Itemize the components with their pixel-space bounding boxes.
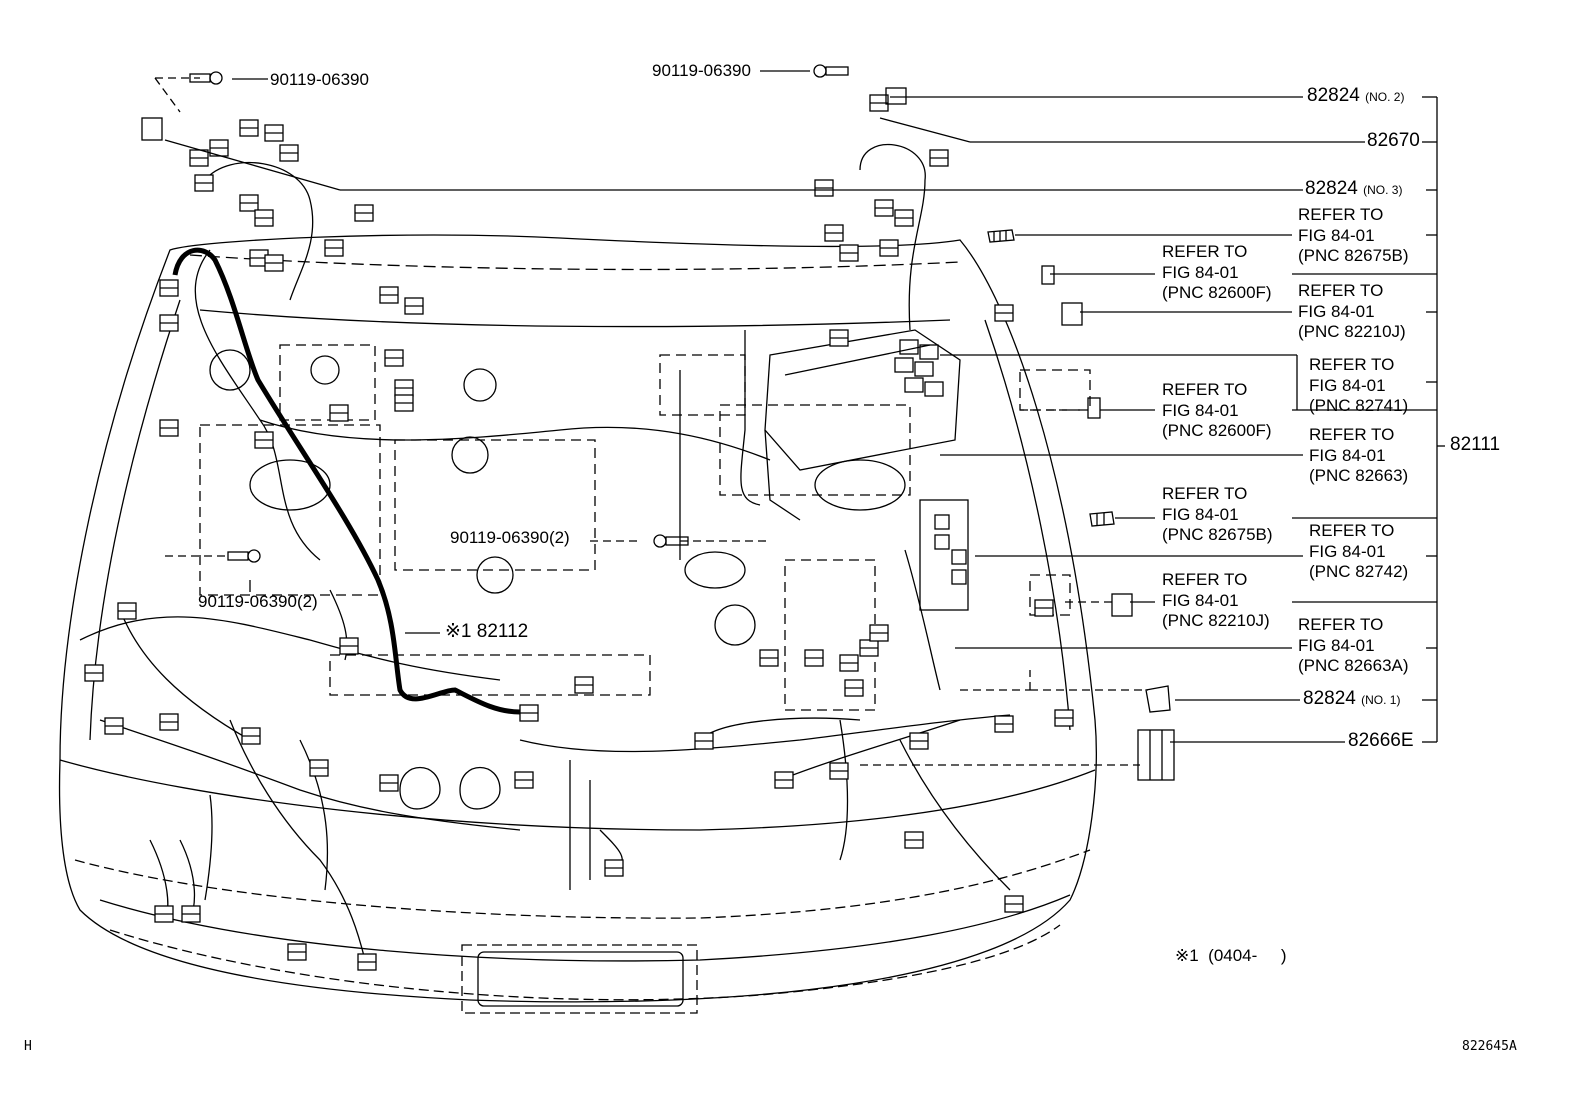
- refer-line: REFER TO: [1162, 484, 1248, 503]
- refer-block-82742: REFER TO FIG 84-01 (PNC 82742): [1309, 521, 1408, 583]
- refer-block-82675b-mid: REFER TO FIG 84-01 (PNC 82675B): [1162, 484, 1273, 546]
- refer-block-82210j-top: REFER TO FIG 84-01 (PNC 82210J): [1298, 281, 1406, 343]
- part-number: 82666E: [1348, 730, 1414, 751]
- part-number: 82670: [1367, 130, 1420, 151]
- part-suffix: (NO. 1): [1361, 693, 1401, 707]
- refer-line: FIG 84-01: [1309, 541, 1386, 561]
- bolt-icon: [813, 64, 849, 78]
- leader-lines: [164, 70, 1445, 743]
- refer-block-82741: REFER TO FIG 84-01 (PNC 82741): [1309, 355, 1408, 417]
- refer-line: REFER TO: [1298, 615, 1384, 634]
- refer-line: FIG 84-01: [1298, 225, 1375, 245]
- refer-line: REFER TO: [1162, 570, 1248, 589]
- refer-line: REFER TO: [1309, 425, 1395, 444]
- refer-block-82210j-lower: REFER TO FIG 84-01 (PNC 82210J): [1162, 570, 1270, 632]
- refer-line: (PNC 82210J): [1162, 611, 1270, 630]
- part-number: 82824: [1303, 688, 1356, 709]
- refer-line: FIG 84-01: [1162, 262, 1239, 282]
- footnote: ※1 (0404- ): [1175, 946, 1287, 966]
- refer-block-82600f-top: REFER TO FIG 84-01 (PNC 82600F): [1162, 242, 1272, 304]
- footnote-mark: ※1: [1175, 946, 1199, 965]
- refer-line: (PNC 82675B): [1162, 525, 1273, 544]
- part-suffix: (NO. 2): [1365, 90, 1405, 104]
- refer-line: (PNC 82600F): [1162, 421, 1272, 440]
- refer-line: FIG 84-01: [1298, 301, 1375, 321]
- license-plate-recess: [461, 944, 698, 1014]
- refer-line: REFER TO: [1162, 380, 1248, 399]
- refer-block-82675b-top: REFER TO FIG 84-01 (PNC 82675B): [1298, 205, 1409, 267]
- relay-block: [764, 329, 969, 611]
- refer-block-82663: REFER TO FIG 84-01 (PNC 82663): [1309, 425, 1408, 487]
- bolt-part-number-top-left: 90119-06390: [270, 70, 369, 89]
- refer-line: REFER TO: [1298, 205, 1384, 224]
- bolt-part-number-center: 90119-06390(2): [450, 528, 570, 547]
- footnote-range: (0404- ): [1208, 946, 1287, 965]
- refer-line: REFER TO: [1309, 521, 1395, 540]
- callout-82824-no2: 82824 (NO. 2): [1307, 86, 1404, 107]
- bolt-icon: [653, 534, 689, 548]
- callout-82824-no3: 82824 (NO. 3): [1305, 179, 1402, 200]
- illustration-code: 822645A: [1462, 1039, 1517, 1054]
- refer-line: FIG 84-01: [1309, 375, 1386, 395]
- engine-components: [199, 344, 1091, 711]
- bolt-part-number-left: 90119-06390(2): [198, 592, 318, 611]
- dashed-leaders: [154, 77, 1148, 766]
- part-number: 82824: [1307, 85, 1360, 106]
- refer-line: FIG 84-01: [1162, 504, 1239, 524]
- callout-82824-no1: 82824 (NO. 1): [1303, 689, 1400, 710]
- callout-82670: 82670: [1367, 131, 1420, 151]
- part-suffix: (NO. 3): [1363, 183, 1403, 197]
- refer-line: REFER TO: [1309, 355, 1395, 374]
- refer-line: FIG 84-01: [1162, 590, 1239, 610]
- part-number: 82824: [1305, 178, 1358, 199]
- refer-block-82600f-mid: REFER TO FIG 84-01 (PNC 82600F): [1162, 380, 1272, 442]
- bolt-icon: [189, 71, 223, 85]
- refer-line: (PNC 82663): [1309, 466, 1409, 485]
- refer-line: (PNC 82663A): [1298, 656, 1409, 675]
- refer-line: (PNC 82600F): [1162, 283, 1272, 302]
- bolt-part-number-top-center: 90119-06390: [652, 61, 751, 80]
- corner-mark: H: [24, 1039, 32, 1054]
- refer-line: (PNC 82741): [1309, 396, 1409, 415]
- refer-line: REFER TO: [1298, 281, 1384, 300]
- footnote-mark: ※1: [445, 621, 472, 642]
- refer-line: FIG 84-01: [1162, 400, 1239, 420]
- bolt-icon: [227, 549, 261, 563]
- refer-line: (PNC 82742): [1309, 562, 1409, 581]
- main-harness-82111: 82111: [1450, 434, 1501, 455]
- engine-harness-number: 82112: [476, 621, 529, 642]
- car-body-outline: [58, 234, 1097, 1014]
- round-components: [209, 349, 756, 810]
- callout-82666e: 82666E: [1348, 731, 1414, 751]
- refer-line: (PNC 82675B): [1298, 246, 1409, 265]
- connectors: [84, 94, 1074, 971]
- harness-wires: [79, 143, 1011, 961]
- refer-line: (PNC 82210J): [1298, 322, 1406, 341]
- engine-harness-82112: [172, 247, 521, 715]
- refer-block-82663a: REFER TO FIG 84-01 (PNC 82663A): [1298, 615, 1409, 677]
- part-icons: [141, 87, 1175, 781]
- refer-line: REFER TO: [1162, 242, 1248, 261]
- engine-harness-label: ※1 82112: [445, 622, 528, 642]
- refer-line: FIG 84-01: [1298, 635, 1375, 655]
- refer-line: FIG 84-01: [1309, 445, 1386, 465]
